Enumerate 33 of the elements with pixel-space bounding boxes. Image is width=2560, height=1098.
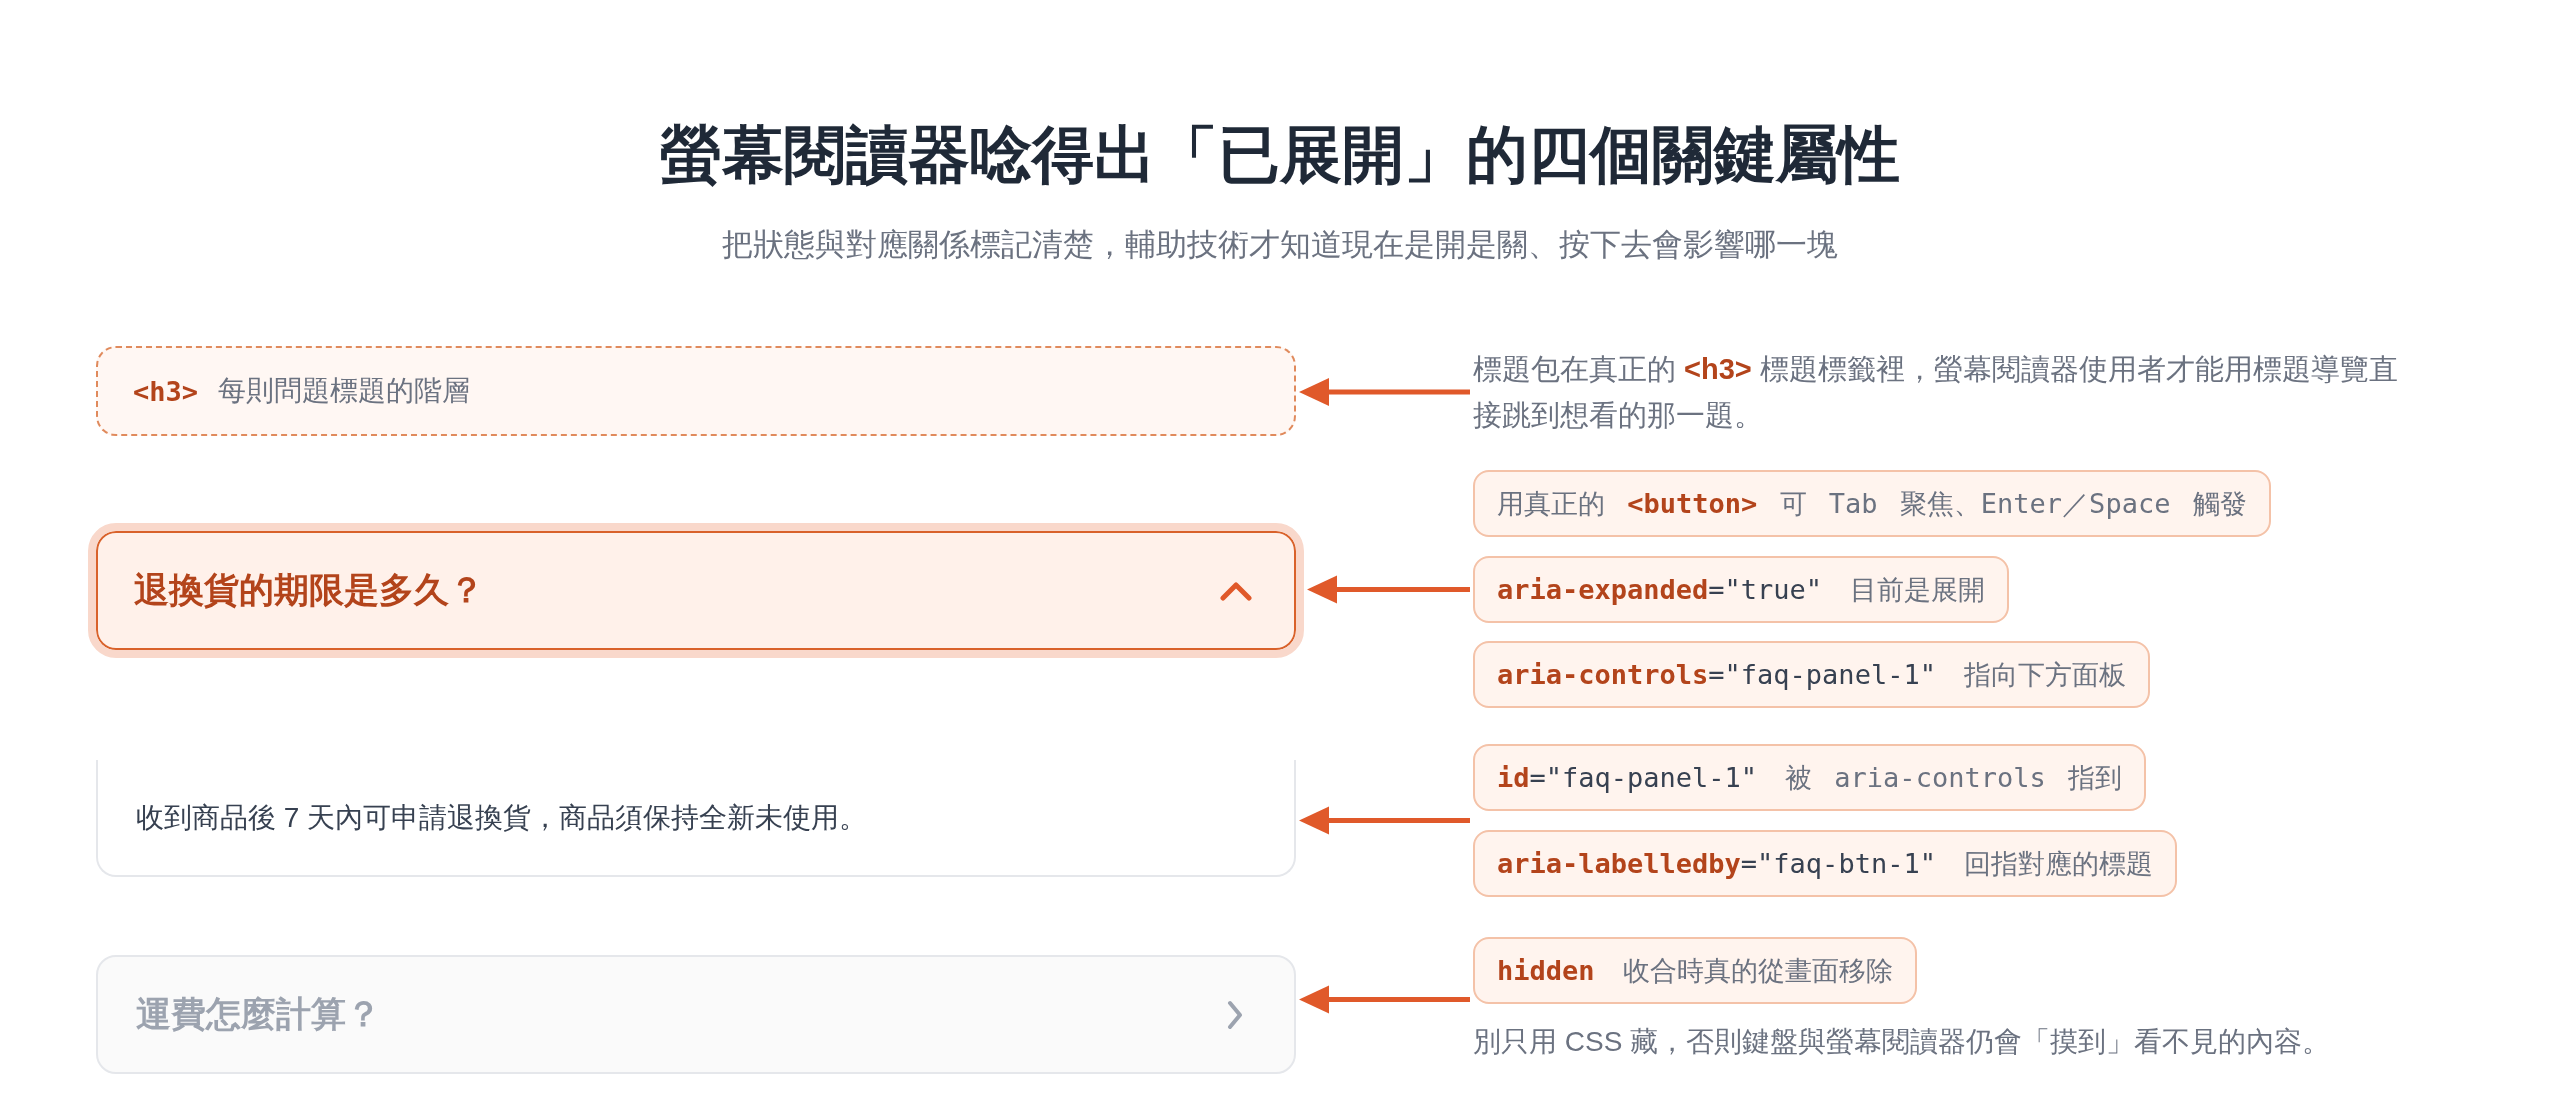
pill-text: 用真正的 <button> 可 Tab 聚焦、Enter／Space 觸發 <box>1497 486 2247 521</box>
code-text: hidden <box>1497 955 1595 986</box>
description-text: 收合時真的從畫面移除 <box>1622 953 1893 988</box>
attribute-pill <box>1473 830 2177 897</box>
question-text: 退換貨的期限是多久？ <box>134 569 484 611</box>
description-text: 回指對應的標題 <box>1963 846 2153 881</box>
caption-text: 別只用 CSS 藏，否則鍵盤與螢幕閱讀器仍會「摸到」看不見的內容。 <box>1473 1025 2331 1059</box>
arrow <box>1299 985 1470 1014</box>
arrow <box>1307 575 1470 604</box>
answer-panel <box>96 760 1296 877</box>
attribute-pill <box>1473 937 1917 1004</box>
dashed-box <box>96 346 1296 436</box>
attribute-pill <box>1473 470 2271 537</box>
description-text: 每則問題標題的階層 <box>218 374 471 408</box>
answer-text: 收到商品後 7 天內可申請退換貨，商品須保持全新未使用。 <box>136 800 868 835</box>
title: 螢幕閱讀器唸得出「已展開」的四個關鍵屬性 <box>660 119 1900 191</box>
question-text: 運費怎麼計算？ <box>136 993 381 1035</box>
arrow <box>1299 378 1470 406</box>
code-text: <h3> <box>133 375 199 407</box>
code-text: aria-labelledby="faq-btn-1" <box>1497 848 1936 879</box>
code-text: id="faq-panel-1" <box>1497 762 1758 793</box>
accordion-header <box>88 523 1304 658</box>
description-text: 被 aria-controls 指到 <box>1785 760 2122 795</box>
code-text: aria-controls="faq-panel-1" <box>1497 659 1936 690</box>
attribute-pill <box>1473 556 2010 623</box>
description-text: 目前是展開 <box>1850 572 1986 607</box>
accordion-header <box>96 955 1296 1074</box>
subtitle: 把狀態與對應關係標記清楚，輔助技術才知道現在是開是關、按下去會影響哪一塊 <box>722 226 1838 264</box>
code-text: aria-expanded="true" <box>1497 574 1823 605</box>
attribute-pill <box>1473 744 2146 811</box>
attribute-pill <box>1473 641 2150 708</box>
description-text: 指向下方面板 <box>1963 657 2126 692</box>
note-text: 標題包在真正的 <h3> 標題標籤裡，螢幕閱讀器使用者才能用標題導覽直接跳到想看的那一題。 <box>1473 346 2408 438</box>
